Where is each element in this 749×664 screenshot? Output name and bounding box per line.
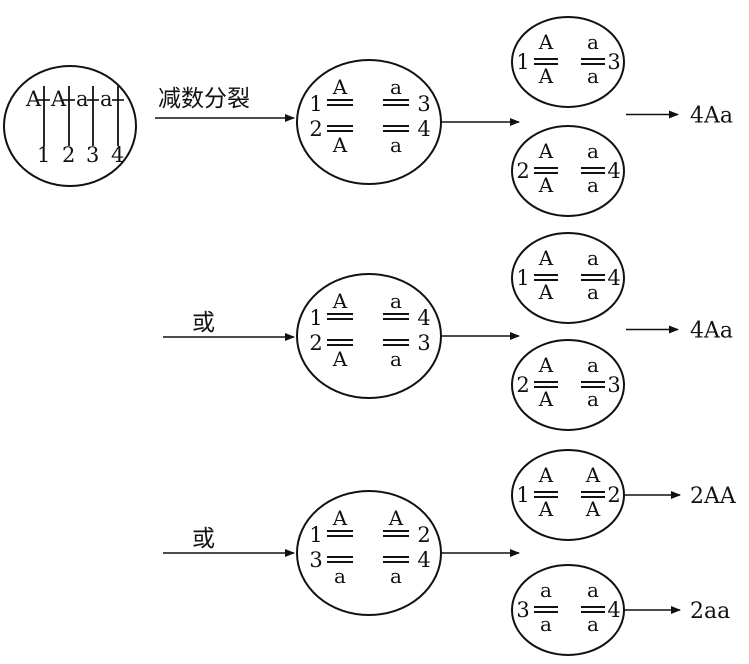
chromosome-number: 4	[607, 598, 620, 622]
chromosome-number: 1	[309, 306, 322, 330]
daughter-cell	[511, 339, 625, 431]
allele-label: A	[538, 246, 554, 270]
allele-label: A	[538, 30, 554, 54]
chromosome-number: 3	[607, 50, 620, 74]
allele-label: a	[100, 87, 113, 111]
chromosome-number: 2	[516, 373, 529, 397]
allele-label: a	[587, 353, 599, 377]
result-label: 2aa	[690, 599, 730, 624]
allele-label: a	[76, 87, 89, 111]
chromosome-number: 4	[417, 548, 430, 572]
allele-label: a	[540, 578, 552, 602]
allele-label: a	[540, 612, 552, 636]
allele-label: a	[390, 564, 402, 588]
chromosome-number: 1	[37, 143, 50, 167]
allele-label: A	[50, 87, 67, 111]
chromosome-number: 3	[607, 373, 620, 397]
allele-label: A	[585, 463, 601, 487]
chromosome-number: 1	[516, 50, 529, 74]
chromosome-number: 3	[86, 143, 99, 167]
chromosome-number: 3	[417, 92, 430, 116]
chromosome-number: 2	[417, 523, 430, 547]
allele-label: A	[538, 64, 554, 88]
allele-label: a	[390, 133, 402, 157]
chromosome-number: 2	[607, 483, 620, 507]
allele-label: a	[390, 75, 402, 99]
allele-label: A	[538, 463, 554, 487]
chromosome-number: 1	[309, 523, 322, 547]
parent-cell	[3, 65, 137, 187]
chromosome-number: 1	[516, 483, 529, 507]
chromosome-number: 1	[516, 266, 529, 290]
allele-label: A	[538, 280, 554, 304]
daughter-cell	[511, 125, 625, 217]
chromosome-number: 2	[309, 117, 322, 141]
chromosome-number: 4	[607, 159, 620, 183]
allele-label: a	[587, 173, 599, 197]
chromosome-number: 2	[516, 159, 529, 183]
chromosome-number: 2	[309, 331, 322, 355]
alt-label: 或	[192, 310, 215, 336]
division-rows: 1A2Aa3a41AAaa32AAaa44Aa1A2Aa4a31AAaa42AA…	[296, 16, 737, 656]
chromosome-number: 4	[417, 306, 430, 330]
result-label: 4Aa	[690, 319, 733, 344]
allele-label: A	[585, 497, 601, 521]
allele-label: a	[587, 387, 599, 411]
allele-label: A	[25, 87, 42, 111]
allele-label: a	[390, 289, 402, 313]
allele-label: A	[538, 497, 554, 521]
allele-label: a	[334, 564, 346, 588]
result-label: 4Aa	[690, 104, 733, 129]
chromosome-number: 3	[417, 331, 430, 355]
chromosome-number: 4	[111, 143, 124, 167]
chromosome-number: 2	[62, 143, 75, 167]
allele-label: a	[587, 64, 599, 88]
allele-label: a	[587, 139, 599, 163]
allele-label: A	[538, 353, 554, 377]
allele-label: A	[538, 173, 554, 197]
allele-label: A	[538, 387, 554, 411]
allele-label: A	[538, 139, 554, 163]
allele-label: A	[332, 133, 348, 157]
process-label: 减数分裂	[158, 86, 250, 112]
chromosome-number: 4	[417, 117, 430, 141]
allele-label: a	[587, 30, 599, 54]
allele-label: A	[332, 347, 348, 371]
allele-label: a	[587, 578, 599, 602]
allele-label: A	[332, 506, 348, 530]
chromosome-number: 1	[309, 92, 322, 116]
allele-label: a	[587, 280, 599, 304]
allele-label: a	[587, 246, 599, 270]
allele-label: a	[390, 347, 402, 371]
alt-label: 或	[192, 526, 215, 552]
chromosome-number: 3	[516, 598, 529, 622]
allele-label: A	[332, 289, 348, 313]
allele-label: a	[587, 612, 599, 636]
allele-label: A	[388, 506, 404, 530]
allele-label: A	[332, 75, 348, 99]
chromosome-number: 4	[607, 266, 620, 290]
daughter-cell	[511, 16, 625, 108]
parent-chromosomes: A A a a 1 2 3 4	[25, 86, 124, 167]
daughter-cell	[511, 232, 625, 324]
chromosome-number: 3	[309, 548, 322, 572]
result-label: 2AA	[690, 484, 737, 509]
